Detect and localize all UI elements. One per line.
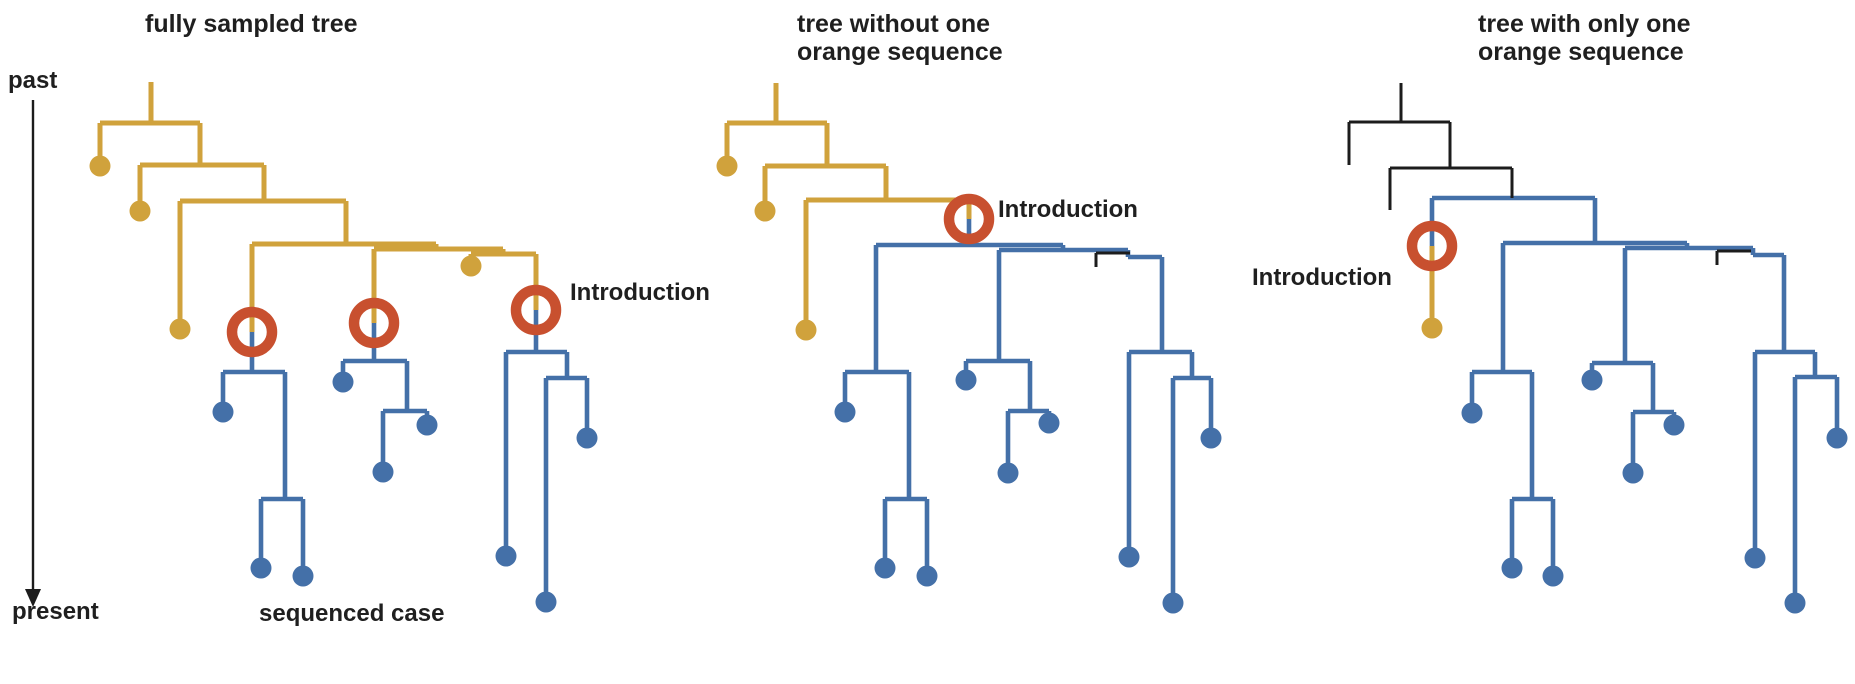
blue-sequenced-case-dot: [1581, 369, 1603, 391]
blue-sequenced-case-dot: [250, 557, 272, 579]
blue-sequenced-case-dot: [495, 545, 517, 567]
orange-sampled-tip-dot: [89, 155, 111, 177]
panel-title-without-one-line1: tree without one: [797, 10, 991, 38]
panel-title-without-one-line2: orange sequence: [797, 38, 1003, 66]
introduction-label-middle: Introduction: [998, 196, 1138, 223]
blue-sequenced-case-dot: [916, 565, 938, 587]
sequenced-case-label: sequenced case: [259, 600, 445, 627]
blue-sequenced-case-dot: [1744, 547, 1766, 569]
blue-sequenced-case-dot: [1118, 546, 1140, 568]
blue-sequenced-case-dot: [212, 401, 234, 423]
blue-sequenced-case-dot: [997, 462, 1019, 484]
blue-sequenced-case-dot: [1663, 414, 1685, 436]
introduction-ring: [510, 284, 562, 336]
blue-sequenced-case-dot: [1200, 427, 1222, 449]
blue-sequenced-case-dot: [1038, 412, 1060, 434]
panel-title-only-one-line1: tree with only one: [1478, 10, 1691, 38]
introduction-label-right: Introduction: [1252, 264, 1392, 291]
blue-sequenced-case-dot: [535, 591, 557, 613]
orange-sampled-tip-dot: [129, 200, 151, 222]
blue-sequenced-case-dot: [372, 461, 394, 483]
tree-fully-sampled-tree: [89, 82, 598, 613]
blue-sequenced-case-dot: [1501, 557, 1523, 579]
tree-tree-with-only-one-orange-sequence: [1347, 83, 1848, 614]
blue-sequenced-case-dot: [1162, 592, 1184, 614]
blue-sequenced-case-dot: [1542, 565, 1564, 587]
blue-sequenced-case-dot: [1826, 427, 1848, 449]
blue-sequenced-case-dot: [834, 401, 856, 423]
orange-sampled-tip-dot: [169, 318, 191, 340]
tree-tree-without-one-orange-sequence: [716, 83, 1222, 614]
orange-sampled-tip-dot: [1421, 317, 1443, 339]
orange-sampled-tip-dot: [754, 200, 776, 222]
introduction-ring: [348, 297, 400, 349]
introduction-label-left: Introduction: [570, 279, 710, 306]
time-axis-present-label: present: [12, 598, 99, 625]
introduction-ring: [226, 306, 278, 358]
blue-sequenced-case-dot: [332, 371, 354, 393]
introduction-ring: [1406, 220, 1458, 272]
panel-title-fully-sampled-tree: fully sampled tree: [145, 10, 358, 38]
blue-sequenced-case-dot: [292, 565, 314, 587]
blue-sequenced-case-dot: [874, 557, 896, 579]
blue-sequenced-case-dot: [1784, 592, 1806, 614]
panel-title-only-one-line2: orange sequence: [1478, 38, 1684, 66]
orange-sampled-tip-dot: [716, 155, 738, 177]
blue-sequenced-case-dot: [1461, 402, 1483, 424]
orange-sampled-tip-dot: [795, 319, 817, 341]
time-axis-arrowhead: [25, 589, 41, 607]
blue-sequenced-case-dot: [576, 427, 598, 449]
blue-sequenced-case-dot: [955, 369, 977, 391]
blue-sequenced-case-dot: [416, 414, 438, 436]
time-axis-past-label: past: [8, 67, 58, 94]
blue-sequenced-case-dot: [1622, 462, 1644, 484]
introduction-ring: [943, 193, 995, 245]
orange-sampled-tip-dot: [460, 255, 482, 277]
